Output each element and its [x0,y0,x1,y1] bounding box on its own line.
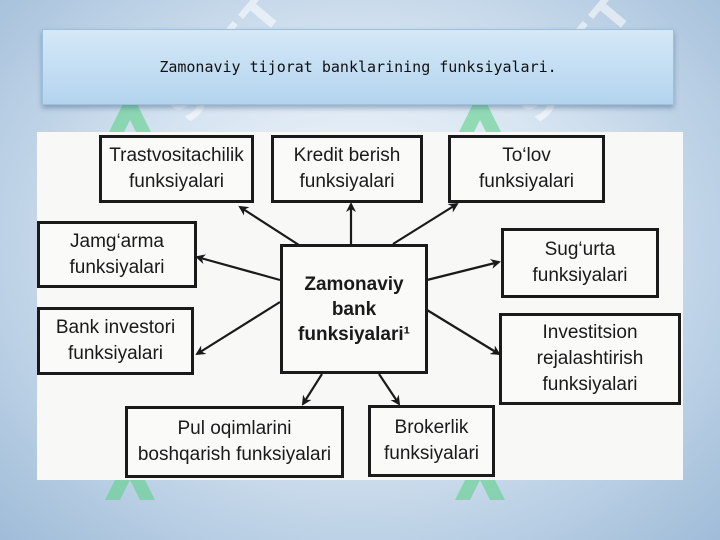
node-kredit-berish: Kredit berish funksiyalari [271,135,423,203]
node-pul-oqimlari: Pul oqimlarini boshqarish funksiyalari [125,406,344,478]
arrow-tolov [392,202,459,245]
node-brokerlik: Brokerlik funksiyalari [368,405,495,477]
watermark-logo-icon [455,90,505,140]
arrow-investor [195,301,281,356]
node-sugurta: Sug‘urta funksiyalari [501,228,659,298]
node-tolov: To‘lov funksiyalari [448,135,605,203]
title-bar: Zamonaviy tijorat banklarining funksiyal… [42,29,674,105]
arrow-investitsion [426,309,501,356]
slide-title: Zamonaviy tijorat banklarining funksiyal… [159,58,557,76]
arrow-jamgarma [195,254,281,282]
watermark-logo-icon [105,90,155,140]
node-center: Zamonaviy bank funksiyalari¹ [280,244,428,374]
node-jamgarma: Jamg‘arma funksiyalari [37,221,197,288]
node-investitsion: Investitsion rejalashtirish funksiyalari [499,313,681,405]
node-trastvositachilik: Trastvositachilik funksiyalari [99,135,254,203]
node-bank-investori: Bank investori funksiyalari [37,307,194,375]
arrow-pul [301,373,323,406]
arrow-sugurta [426,259,501,282]
arrow-broker [378,373,401,406]
arrow-trast [238,205,303,248]
diagram-panel: Trastvositachilik funksiyalari Kredit be… [37,132,683,480]
arrows-layer [195,202,501,406]
